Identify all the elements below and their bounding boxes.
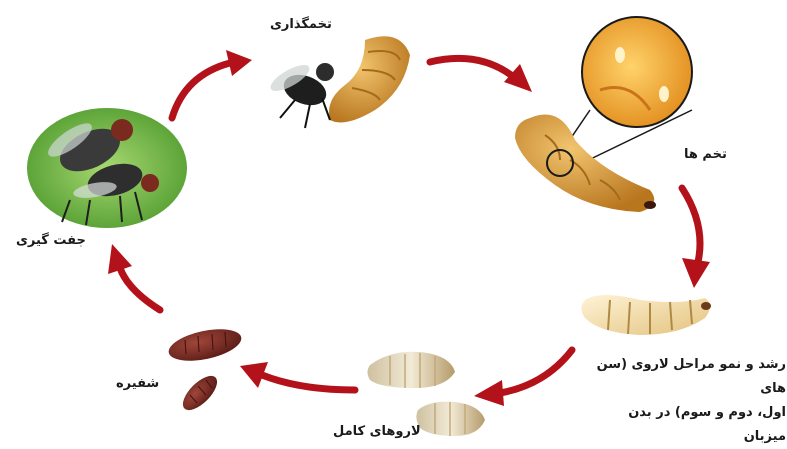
arrow-pupa-to-mating	[108, 244, 160, 310]
oviposition-image	[267, 36, 410, 128]
arrow-mature-larvae-to-pupa	[240, 362, 355, 390]
label-mature-larvae: لاروهای کامل	[333, 424, 421, 439]
mating-flies-image	[27, 108, 187, 228]
host-larva-with-eggs-image	[515, 114, 656, 212]
label-larval-growth-line2: اول، دوم و سوم) در بدن میزبان	[596, 401, 786, 449]
label-pupa: شفیره	[116, 376, 159, 391]
arrow-mating-to-oviposition	[172, 50, 252, 118]
label-eggs: تخم ها	[684, 147, 727, 162]
arrow-oviposition-to-eggs	[430, 58, 532, 92]
larval-growth-image	[582, 295, 712, 335]
arrow-eggs-to-larval-growth	[682, 188, 710, 288]
label-oviposition: تخمگذاری	[270, 17, 332, 32]
arrow-larval-growth-to-mature-larvae	[474, 350, 572, 406]
label-larval-growth: رشد و نمو مراحل لاروی (سن های اول، دوم و…	[596, 353, 786, 449]
label-mating: جفت گیری	[16, 233, 86, 248]
label-larval-growth-line1: رشد و نمو مراحل لاروی (سن های	[596, 353, 786, 401]
pupae-image	[166, 324, 244, 416]
